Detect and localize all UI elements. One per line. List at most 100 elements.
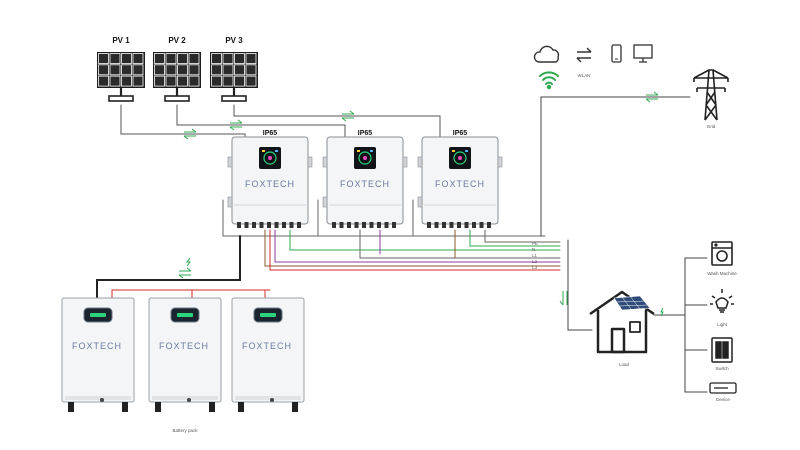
arrow-grid xyxy=(645,91,659,103)
house-label: Load xyxy=(619,362,630,367)
solar-panel-icon xyxy=(97,52,145,102)
pv-array: PV 1 PV 2 PV 3 xyxy=(97,36,258,102)
battery-pack-label: Battery pack xyxy=(172,428,198,433)
terminal-connector xyxy=(464,222,469,228)
inverter-screen xyxy=(259,147,281,169)
switch-icon xyxy=(711,337,733,363)
inverter-screen xyxy=(354,147,376,169)
terminal-connector xyxy=(347,222,351,228)
load-label: Light xyxy=(717,322,728,327)
terminal-connector xyxy=(472,222,476,228)
monitoring: WLAN xyxy=(533,44,653,90)
pv-panel-1: PV 1 xyxy=(97,36,145,102)
arrow-pv-3 xyxy=(341,110,355,122)
battery-2: FOXTECH xyxy=(148,297,222,412)
arrow-battery xyxy=(178,267,192,279)
battery-display xyxy=(170,307,200,323)
flow-arrows xyxy=(178,91,664,317)
terminal-connector xyxy=(339,222,344,228)
inverter-rating: IP65 xyxy=(358,130,373,137)
battery-display xyxy=(253,307,283,323)
solar-roof-icon xyxy=(613,295,651,311)
load-switch: Switch xyxy=(711,337,733,371)
inverter-screen xyxy=(449,147,471,169)
terminal-connector xyxy=(457,222,461,228)
inverter-body xyxy=(227,136,313,228)
inverter-rating: IP65 xyxy=(453,130,468,137)
terminal-connector xyxy=(244,222,249,228)
battery-1: FOXTECH xyxy=(61,297,135,412)
battery-body xyxy=(61,297,135,412)
battery-brand: FOXTECH xyxy=(72,341,122,351)
terminal-connector xyxy=(332,222,336,228)
terminal-connector xyxy=(267,222,271,228)
arrow-pv-1 xyxy=(183,128,197,140)
inverter-2: IP65 FOXTECH xyxy=(322,130,408,228)
phone-icon xyxy=(611,44,622,63)
terminal-connector xyxy=(434,222,439,228)
bus-label: L2 xyxy=(532,259,538,264)
battery-3: FOXTECH xyxy=(231,297,305,412)
bus-label: N xyxy=(532,247,535,252)
solar-panel-icon xyxy=(153,52,201,102)
load-label: Device xyxy=(716,397,730,402)
terminal-connector xyxy=(362,222,366,228)
terminal-connector xyxy=(259,222,264,228)
pylon-icon xyxy=(693,69,729,121)
terminal-connector xyxy=(369,222,374,228)
battery-body xyxy=(231,297,305,412)
pv-label: PV 2 xyxy=(168,36,186,45)
terminal-connector xyxy=(297,222,301,228)
inverter-body xyxy=(322,136,408,228)
house: Load xyxy=(589,290,655,367)
monitor-icon xyxy=(633,44,653,63)
wheel-icon xyxy=(238,402,298,412)
terminal-connector xyxy=(427,222,431,228)
pv-label: PV 3 xyxy=(225,36,243,45)
bolt-icon xyxy=(186,257,191,267)
bus-label: L1 xyxy=(532,253,538,258)
load-label: Switch xyxy=(715,366,729,371)
load-device: Device xyxy=(709,382,737,402)
inverters: IP65 FOXTECH IP65 FOXTECH IP65 FOXTECH xyxy=(227,130,503,228)
terminal-connector xyxy=(384,222,389,228)
arrow-load xyxy=(559,291,568,306)
device-icon xyxy=(709,382,737,394)
battery-brand: FOXTECH xyxy=(159,341,209,351)
terminal-connector xyxy=(442,222,446,228)
wifi-icon xyxy=(539,71,559,90)
terminal-connector xyxy=(487,222,491,228)
light-bulb-icon xyxy=(710,289,734,313)
wifi-label: WLAN xyxy=(577,73,590,78)
loads: Wash Machine Light Switch Device xyxy=(707,241,737,402)
arrow-pv-2 xyxy=(229,119,243,131)
exchange-icon xyxy=(576,47,592,63)
inverter-brand: FOXTECH xyxy=(340,179,390,189)
terminal-connector xyxy=(237,222,241,228)
battery-brand: FOXTECH xyxy=(242,341,292,351)
washing-machine-icon xyxy=(711,241,733,266)
wheel-icon xyxy=(155,402,215,412)
load-wash-machine: Wash Machine xyxy=(707,241,737,276)
pv-panel-2: PV 2 xyxy=(153,36,201,102)
solar-panel-icon xyxy=(210,52,258,102)
terminal-connector xyxy=(377,222,381,228)
terminal-connector xyxy=(274,222,279,228)
battery-display xyxy=(83,307,113,323)
cloud-icon xyxy=(533,45,560,63)
inverter-3: IP65 FOXTECH xyxy=(417,130,503,228)
terminal-connector xyxy=(354,222,359,228)
pv-label: PV 1 xyxy=(112,36,130,45)
pv-panel-3: PV 3 xyxy=(210,36,258,102)
grid-tower: Grid xyxy=(693,69,729,129)
terminal-connector xyxy=(479,222,484,228)
inverter-body xyxy=(417,136,503,228)
bus-labels: PE N L1 L2 L3 xyxy=(532,241,538,270)
bus-label: PE xyxy=(532,241,538,246)
terminal-connector xyxy=(289,222,294,228)
bus-label: L3 xyxy=(532,265,538,270)
battery-body xyxy=(148,297,222,412)
inverter-brand: FOXTECH xyxy=(435,179,485,189)
inverter-rating: IP65 xyxy=(263,130,278,137)
